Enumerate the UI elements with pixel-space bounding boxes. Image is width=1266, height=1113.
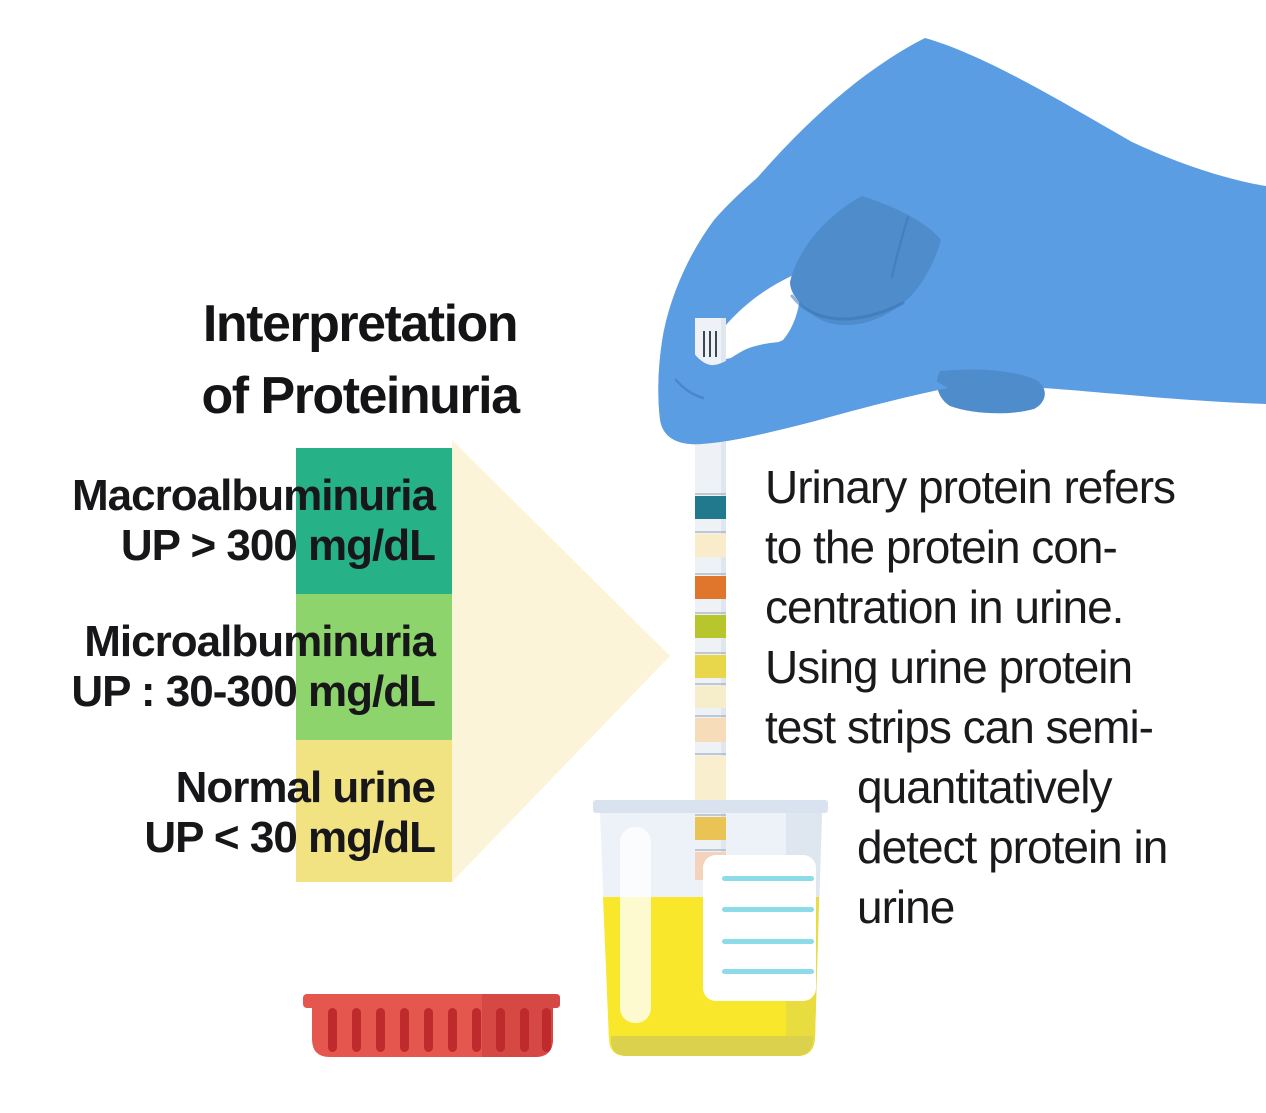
band-label-microalbuminuria: Microalbuminuria UP : 30-300 mg/dL	[30, 617, 436, 717]
urine-bottom-shade	[611, 1036, 813, 1056]
description-line: test strips can semi-	[765, 701, 1154, 753]
strip-pad-separator	[695, 652, 726, 654]
title-line-1: Interpretation	[202, 295, 519, 353]
thumb-crease	[674, 378, 705, 400]
strip-reagent-pad	[695, 718, 726, 742]
description-line: Using urine protein	[765, 641, 1133, 693]
description-line: detect protein in	[857, 821, 1168, 873]
cup-rim	[593, 800, 828, 813]
strip-reagent-pad	[695, 576, 726, 599]
description-line: Urinary protein refers	[765, 461, 1176, 513]
strip-reagent-pad	[695, 686, 726, 708]
page-title: Interpretation of Proteinuria	[120, 288, 600, 432]
fingertip-shadow	[937, 369, 1045, 414]
scale-band-normal-urine	[296, 740, 452, 882]
folded-finger-crease	[890, 215, 910, 279]
specimen-cap	[303, 994, 560, 1057]
strip-pad-separator	[695, 612, 726, 614]
folded-finger-edge	[790, 294, 905, 321]
strip-reagent-pad	[695, 496, 726, 519]
band-range: UP < 30 mg/dL	[144, 813, 436, 862]
band-label-normal-urine: Normal urine UP < 30 mg/dL	[30, 763, 436, 863]
description-line: centration in urine.	[765, 581, 1124, 633]
urine-cup-front	[593, 800, 828, 1056]
gloved-hand-front	[658, 329, 948, 445]
band-name: Microalbuminuria	[84, 617, 436, 666]
strip-pad-separator	[695, 573, 726, 575]
title-line-2: of Proteinuria	[201, 367, 520, 425]
strip-pad-separator	[695, 849, 726, 851]
folded-finger	[790, 196, 941, 326]
band-name: Normal urine	[175, 763, 436, 812]
strip-pad-separator	[695, 493, 726, 495]
cup-label-graduation-lines	[722, 876, 814, 974]
strip-hatch-icon	[703, 331, 717, 357]
scale-arrow-triangle	[452, 440, 670, 882]
cup-label	[703, 855, 816, 1001]
strip-reagent-pad	[695, 817, 726, 840]
strip-pad-separator	[695, 753, 726, 755]
description-line: quantitatively	[857, 761, 1113, 813]
scale-band-macroalbuminuria	[296, 448, 452, 594]
description-line: to the protein con-	[765, 521, 1118, 573]
scale-band-microalbuminuria	[296, 594, 452, 740]
strip-pad-separator	[695, 814, 726, 816]
band-label-macroalbuminuria: Macroalbuminuria UP > 300 mg/dL	[30, 471, 436, 571]
strip-edge	[721, 318, 726, 900]
interpretation-scale	[296, 440, 670, 882]
band-range: UP > 300 mg/dL	[120, 521, 436, 570]
cup-highlight	[620, 827, 651, 1023]
strip-pads	[695, 493, 726, 880]
band-range: UP : 30-300 mg/dL	[71, 667, 436, 716]
strip-pad-separator	[695, 715, 726, 717]
thumb-front	[658, 329, 948, 445]
description-line: urine	[857, 881, 955, 933]
strip-reagent-pad	[695, 655, 726, 678]
band-name: Macroalbuminuria	[72, 471, 436, 520]
strip-pad-separator	[695, 683, 726, 685]
strip-pad-separator	[695, 531, 726, 533]
strip-reagent-pad	[695, 615, 726, 638]
cap-ridges	[328, 1008, 551, 1052]
strip-reagent-pad	[695, 534, 726, 557]
strip-reagent-pad	[695, 756, 726, 800]
description-paragraph: Urinary protein refers to the protein co…	[765, 457, 1266, 937]
